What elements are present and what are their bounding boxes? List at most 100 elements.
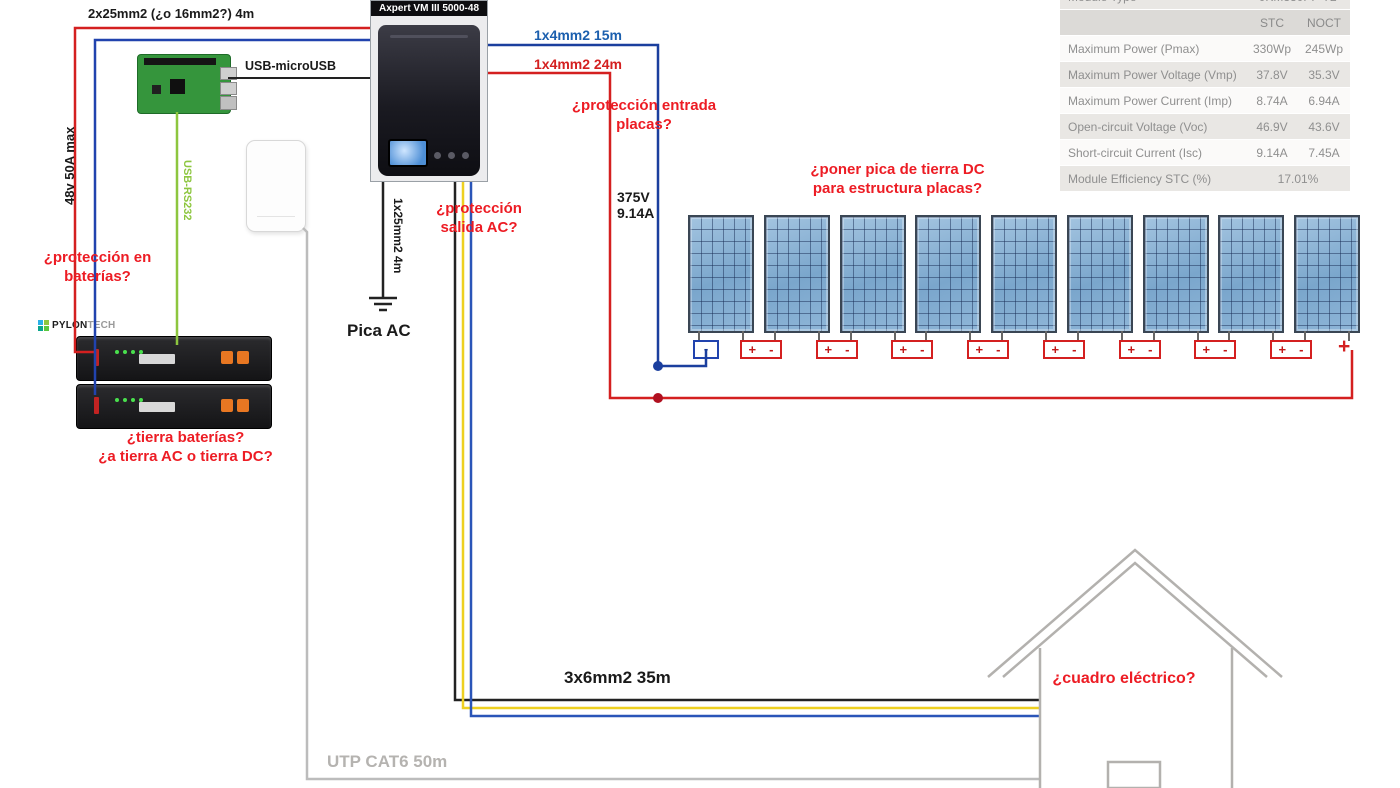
solar-panel [763,215,830,341]
cpu-chip [170,79,185,94]
pv-positive-cable-label: 1x4mm2 24m [534,56,622,72]
pv-string-positive-terminal: + [1338,335,1351,358]
solar-panel [1142,215,1209,341]
spec-value-stc: 37.8V [1256,67,1288,82]
spec-value-noct: 35.3V [1308,67,1340,82]
solar-panel [1066,215,1133,341]
solar-panel [839,215,906,341]
spec-col-stc: STC [1260,15,1284,30]
pv-terminal-row: - +- +- +- +- +- +- +- +- + [688,335,1360,359]
pv-string-voltage: 375V [617,189,650,205]
spec-value-noct: 43.6V [1308,119,1340,134]
annotation-battery-protection: ¿protección en baterías? [43,249,152,285]
inverter-button [448,152,455,159]
router-detail-line [257,216,295,217]
battery-label-plate [139,354,175,364]
solar-panel [1218,215,1285,341]
pv-series-connector: +- [1270,340,1312,359]
usb-cable-label: USB-microUSB [245,59,336,73]
annotation-battery-ground: ¿tierra baterías? ¿a tierra AC o tierra … [98,429,273,465]
inverter-vent [390,35,468,38]
module-spec-table: Module Type JKM330PP-72 STC NOCT Maximum… [1060,0,1350,192]
pv-series-connector: +- [1194,340,1236,359]
house-roof-outer [987,548,1283,678]
battery-rating-label: 48v 50A max [62,126,77,205]
router [246,140,306,232]
spec-value-noct: 6.94A [1308,93,1340,108]
spec-row: Maximum Power Current (Imp) 8.74A 6.94A [1060,88,1350,114]
spec-column-headers: STC NOCT [1060,10,1350,36]
spec-row-efficiency: Module Efficiency STC (%) 17.01% [1060,166,1350,192]
usb-port [220,67,237,80]
spec-value-stc: 9.14A [1256,145,1288,160]
annotation-dc-ground-rod: ¿poner pica de tierra DC para estructura… [810,161,985,197]
utp-cable-label: UTP CAT6 50m [327,752,448,771]
battery-power-connector [221,351,233,364]
house-roof-inner [1002,561,1268,678]
inverter-button [434,152,441,159]
battery-power-connector [221,399,233,412]
inverter: Axpert VM III 5000-48 [370,0,488,182]
solar-panel [688,215,754,341]
ethernet-port [220,96,237,110]
spec-col-noct: NOCT [1307,15,1341,30]
spec-row: Maximum Power Voltage (Vmp) 37.8V 35.3V [1060,62,1350,88]
battery-label-plate [139,402,175,412]
spec-row: Open-circuit Voltage (Voc) 46.9V 43.6V [1060,114,1350,140]
chip [152,85,161,94]
spec-label: Short-circuit Current (Isc) [1068,145,1203,160]
pv-string-current: 9.14A [617,205,655,222]
battery-stack [76,336,272,432]
pv-string-negative-terminal: - [693,340,719,359]
spec-label: Module Type [1060,0,1246,4]
spec-row: Maximum Power (Pmax) 330Wp 245Wp [1060,36,1350,62]
pv-series-connector: +- [1043,340,1085,359]
raspberry-pi [137,54,237,114]
ac-ground-rod-label: Pica AC [347,321,411,340]
battery-terminal [94,349,99,366]
pylontech-brand-text: PYLONTECH [52,320,116,331]
battery-power-connector [237,399,249,412]
battery-module [76,384,272,429]
battery-power-connector [237,351,249,364]
solar-panel [915,215,982,341]
spec-value-stc: 46.9V [1256,119,1288,134]
battery-module [76,336,272,381]
spec-label: Open-circuit Voltage (Voc) [1068,119,1208,134]
spec-row: Short-circuit Current (Isc) 9.14A 7.45A [1060,140,1350,166]
pv-series-connector: +- [740,340,782,359]
spec-label: Module Efficiency STC (%) [1068,171,1212,186]
annotation-pv-input-protection: ¿protección entrada placas? [571,97,717,133]
solar-array [688,215,1360,341]
battery-cable-label: 2x25mm2 (¿o 16mm2?) 4m [88,6,255,21]
pv-series-connector: +- [816,340,858,359]
pv-positive-connector-dot [653,393,663,403]
pylontech-logo: PYLONTECH [38,320,115,331]
ground-cable-label: 1x25mm2 4m [391,198,405,274]
pv-series-connector: +- [891,340,933,359]
battery-terminal [94,397,99,414]
pv-series-connector: +- [967,340,1009,359]
inverter-lcd-display [388,139,428,167]
battery-status-leds [115,398,143,402]
rs232-cable-label: USB-RS232 [181,160,193,221]
spec-value-noct: 245Wp [1304,41,1344,56]
spec-value: JKM330PP-72 [1246,0,1350,4]
pv-series-connector: +- [1119,340,1161,359]
inverter-model-label: Axpert VM III 5000-48 [371,1,487,16]
usb-port [220,82,237,95]
spec-value-stc: 330Wp [1252,41,1292,56]
annotation-electrical-panel: ¿cuadro eléctrico? [1052,670,1196,687]
pv-negative-cable-label: 1x4mm2 15m [534,27,622,43]
spec-row-module-type: Module Type JKM330PP-72 [1060,0,1350,10]
spec-label: Maximum Power (Pmax) [1068,41,1200,56]
spec-value-stc: 8.74A [1256,93,1288,108]
ac-line-label: 3x6mm2 35m [564,668,671,687]
house-door [1106,760,1162,788]
gpio-header [144,58,216,65]
pv-string-rating-label: 375V 9.14A [617,189,654,221]
inverter-front-panel [378,25,480,176]
spec-label: Maximum Power Voltage (Vmp) [1068,67,1237,82]
solar-panel [991,215,1057,341]
